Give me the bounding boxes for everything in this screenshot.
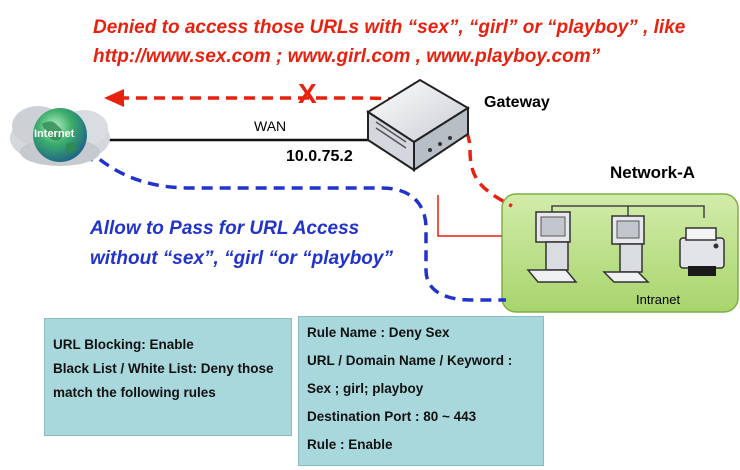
denied-arrow-head xyxy=(104,89,124,107)
internet-cloud-icon xyxy=(10,106,110,166)
lan-link xyxy=(437,195,502,237)
pc-icon-2 xyxy=(602,215,650,283)
url-blocking-setting: URL Blocking: Enable xyxy=(53,337,194,352)
rule-status: Rule : Enable xyxy=(307,437,393,452)
network-a-label: Network-A xyxy=(610,163,696,182)
list-mode-setting-cont: match the following rules xyxy=(53,385,216,400)
rule-name: Rule Name : Deny Sex xyxy=(307,325,450,340)
allow-text-line-1: Allow to Pass for URL Access xyxy=(90,218,360,239)
wan-ip-label: 10.0.75.2 xyxy=(286,148,353,165)
internet-label: Internet xyxy=(34,128,75,140)
wan-label: WAN xyxy=(254,118,287,134)
list-mode-setting: Black List / White List: Deny those xyxy=(53,361,274,376)
url-keyword-value: Sex ; girl; playboy xyxy=(307,381,424,396)
url-keyword-label: URL / Domain Name / Keyword : xyxy=(307,353,513,368)
url-blocking-settings-box: URL Blocking: Enable Black List / White … xyxy=(44,318,292,436)
pc-icon-1 xyxy=(526,211,578,283)
denied-text-line-2: http://www.sex.com ; www.girl.com , www.… xyxy=(93,46,601,67)
denied-text-line-1: Denied to access those URLs with “sex”, … xyxy=(93,17,686,38)
gateway-label: Gateway xyxy=(484,94,550,111)
lan-bus xyxy=(551,205,705,218)
gateway-device-icon xyxy=(366,78,470,172)
rule-details-box: Rule Name : Deny Sex URL / Domain Name /… xyxy=(298,316,544,466)
blocked-mark: X xyxy=(298,78,317,109)
allow-text-line-2: without “sex”, “girl “or “playboy” xyxy=(90,248,393,269)
destination-port: Destination Port : 80 ~ 443 xyxy=(307,409,477,424)
intranet-label: Intranet xyxy=(636,292,681,307)
printer-icon xyxy=(679,227,725,276)
